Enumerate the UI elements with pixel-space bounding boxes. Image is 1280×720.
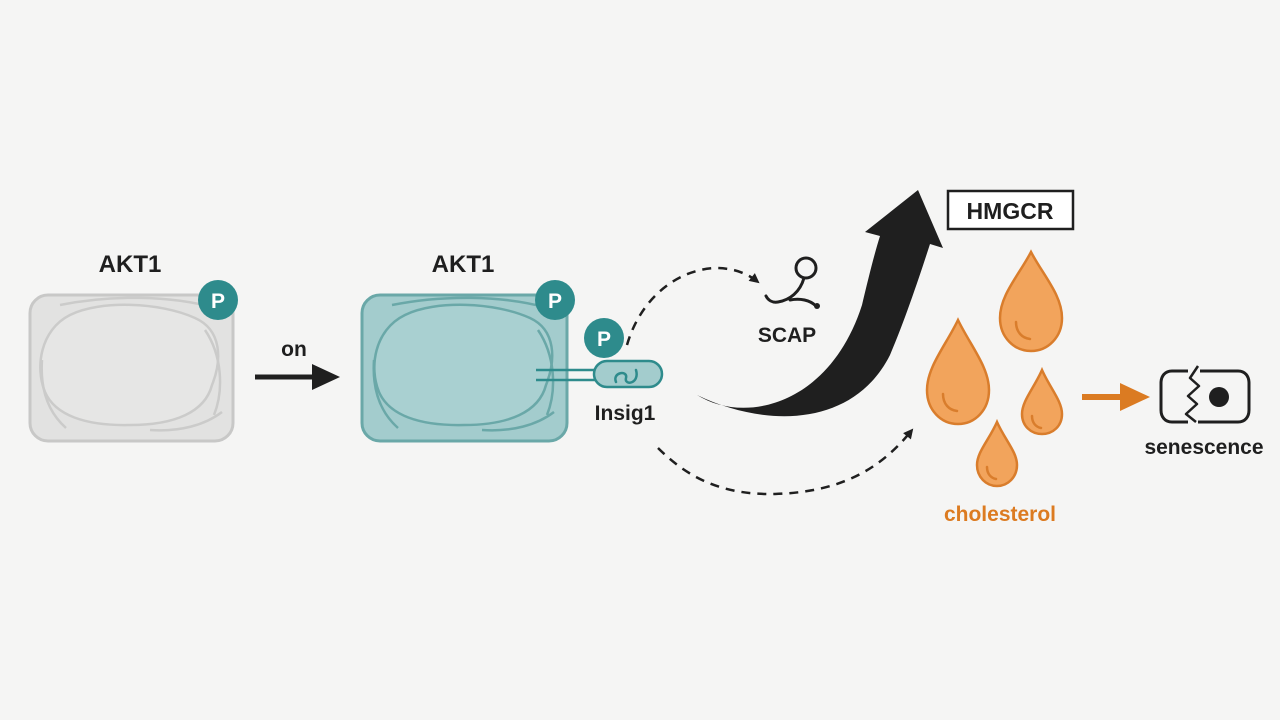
akt1-inactive-label: AKT1	[99, 251, 162, 278]
cholesterol-label: cholesterol	[944, 503, 1056, 526]
hmgcr-upregulation-arrow	[697, 190, 943, 417]
hmgcr-group: HMGCR	[946, 189, 1075, 231]
akt1-active-group: AKT1 P	[360, 251, 575, 443]
akt1-active-label: AKT1	[432, 251, 495, 278]
senescence-arrow	[1082, 383, 1150, 411]
scap-protein-icon	[764, 256, 820, 309]
cholesterol-droplets	[925, 249, 1064, 488]
scap-label: SCAP	[758, 324, 816, 347]
cholesterol-droplet-icon	[925, 317, 991, 426]
senescence-label: senescence	[1144, 436, 1263, 459]
insig1-label: Insig1	[595, 402, 656, 425]
akt1-inactive-group: AKT1 P	[28, 251, 238, 443]
insig1-group: P Insig1	[536, 318, 664, 425]
activation-arrow: on	[255, 338, 340, 390]
dashed-arrow-to-scap	[625, 266, 760, 346]
akt1-inactive-phospho-badge: P	[198, 280, 238, 320]
dashed-arrow-to-cholesterol	[657, 428, 914, 496]
hmgcr-label: HMGCR	[967, 198, 1054, 224]
akt1-inactive-phospho-letter: P	[211, 290, 225, 313]
akt1-active-protein-icon	[360, 293, 569, 443]
cholesterol-droplet-icon	[1020, 366, 1064, 436]
akt1-inactive-protein-icon	[28, 293, 235, 443]
insig1-protein-icon	[592, 359, 664, 389]
hmgcr-box	[946, 189, 1075, 231]
senescence-group: senescence	[1144, 365, 1264, 459]
insig1-phospho-letter: P	[597, 328, 611, 351]
akt1-active-phospho-badge: P	[535, 280, 575, 320]
cholesterol-droplet-icon	[998, 249, 1064, 353]
akt1-active-phospho-letter: P	[548, 290, 562, 313]
activation-arrow-head	[312, 364, 340, 390]
senescence-arrow-head	[1120, 383, 1150, 411]
scap-group: SCAP	[758, 256, 820, 347]
senescent-cell-icon	[1159, 365, 1251, 424]
cholesterol-droplet-icon	[975, 418, 1019, 488]
insig1-phospho-badge: P	[584, 318, 624, 358]
activation-arrow-label: on	[281, 338, 307, 361]
